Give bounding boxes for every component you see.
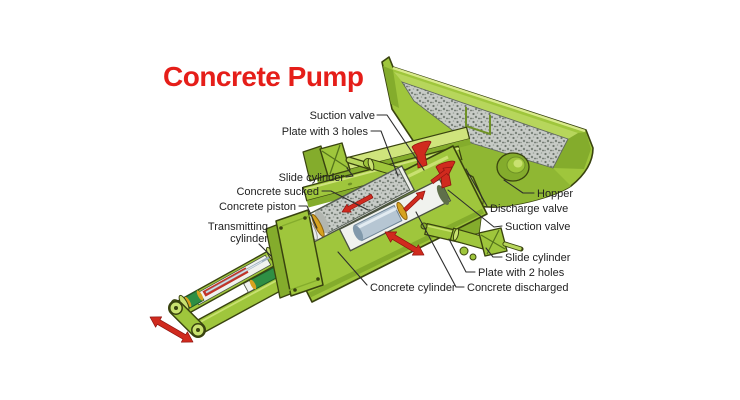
leader-line-slide-cylinder-left [345,167,354,178]
leader-line-hopper [503,179,535,194]
part-label-concrete-piston: Concrete piston [219,201,296,213]
part-label-hopper: Hopper [537,188,573,200]
suction-flow-arrow-icon [341,193,374,213]
leader-line-concrete-sucked [321,190,369,211]
motion-arrows [149,166,453,343]
discharge-flow-arrow-icon [403,190,426,212]
flange-plate [265,209,324,299]
part-label-concrete-sucked: Concrete sucked [236,186,319,198]
part-label-discharge-valve: Discharge valve [490,203,568,215]
leader-line-plate-with-2-holes [448,238,476,273]
part-label-suction-valve-top: Suction valve [310,110,375,122]
part-label-plate-with-2-holes: Plate with 2 holes [478,267,565,279]
leader-line-discharge-valve [465,168,488,207]
leader-line-transmitting-cylinder [258,243,272,257]
leader-line-concrete-discharged [415,211,465,288]
piston-stroke-arrow-icon [149,316,194,343]
hopper-inner-wall [394,72,578,142]
leader-line-concrete-cylinder [337,251,368,286]
discharge-piston [352,201,408,242]
part-label-slide-cylinder-left: Slide cylinder [279,172,345,184]
cylinder-stroke-arrow-icon [384,231,425,256]
leader-line-concrete-piston [298,205,318,229]
leader-line-plate-with-3-holes [370,130,399,177]
part-label-concrete-cylinder: Concrete cylinder [370,282,456,294]
leader-line-suction-valve-right [447,189,503,228]
leader-lines [258,114,535,288]
part-label-plate-with-3-holes: Plate with 3 holes [282,126,369,138]
discharge-outlet [496,152,530,182]
valve-flow-arrow-icon [430,166,453,184]
leader-line-suction-valve-top [376,114,425,171]
leader-line-slide-cylinder-right [485,247,503,258]
part-label-concrete-discharged: Concrete discharged [467,282,569,294]
part-label-slide-cylinder-right: Slide cylinder [505,252,571,264]
diagram-title: Concrete Pump [163,61,363,92]
yoke [168,300,206,338]
part-label-suction-valve-right: Suction valve [505,221,570,233]
